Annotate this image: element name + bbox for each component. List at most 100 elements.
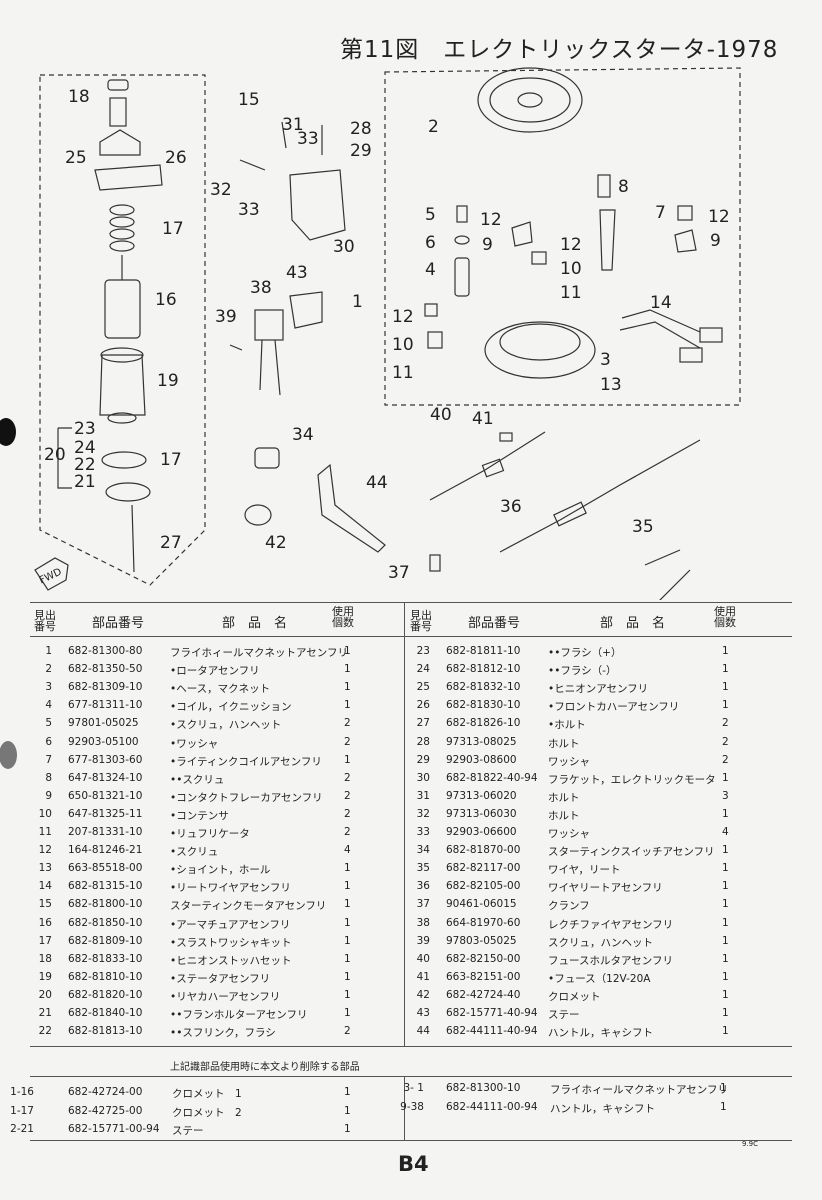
- part-8-screw: [597, 174, 611, 198]
- cell-qty: 1: [722, 681, 729, 694]
- callout-35: 35: [632, 517, 654, 537]
- cell-name: •スクリュ，ハンヘット: [170, 719, 282, 732]
- callout-12b: 12: [708, 207, 730, 227]
- cell-no: 41: [416, 970, 430, 983]
- cell-name: ハントル，キャシフト: [550, 1102, 655, 1115]
- cell-qty: 1: [344, 1104, 351, 1117]
- cell-part: 97313-06020: [446, 789, 517, 802]
- part-18-stopper: [107, 79, 129, 91]
- cell-part: 682-81309-10: [68, 681, 143, 694]
- cell-no: 40: [416, 952, 430, 965]
- cell-name: ホルト: [548, 809, 580, 822]
- cell-part: 682-81826-10: [446, 717, 521, 730]
- cell-qty: 1: [344, 880, 351, 893]
- cell-no: 25: [416, 681, 430, 694]
- cell-qty: 1: [344, 862, 351, 875]
- part-39-screw: [229, 344, 243, 351]
- cell-no: 24: [416, 663, 430, 676]
- cell-part: 682-81809-10: [68, 934, 143, 947]
- cell-qty: 1: [344, 970, 351, 983]
- cell-no: 6: [45, 735, 52, 748]
- header-no-left: 見出番号: [34, 609, 56, 633]
- cell-no: 18: [38, 952, 52, 965]
- cell-qty: 2: [344, 789, 351, 802]
- cell-part: 97313-06030: [446, 807, 517, 820]
- diagram-svg: 18 15 31 28 33 29 2 25 26 32 33 8 7 17 3…: [34, 67, 741, 621]
- cell-qty: 4: [344, 844, 351, 857]
- cell-no: 21: [38, 1007, 52, 1019]
- cell-name: ワッシャ: [548, 755, 590, 768]
- cell-name: スターティンクスイッチアセンフリ: [548, 846, 715, 859]
- page-number: B4: [398, 1152, 429, 1176]
- cell-part: 647-81324-10: [68, 771, 143, 784]
- header-name-right: 部 品 名: [600, 616, 666, 631]
- cell-name: •ショイント，ホール: [170, 864, 271, 877]
- cell-qty: 2: [344, 1025, 351, 1038]
- part-4-ignition-coil: [454, 257, 470, 297]
- binder-hole-bottom: [0, 741, 17, 769]
- part-21-brush-holder: [101, 451, 147, 469]
- cell-no: 35: [416, 862, 430, 875]
- part-5-screw: [456, 205, 468, 223]
- callout-11a: 11: [560, 283, 582, 303]
- callout-13: 13: [600, 375, 622, 395]
- cell-qty: 1: [722, 970, 729, 983]
- callout-26: 26: [165, 148, 187, 168]
- callout-40: 40: [430, 405, 452, 425]
- cell-no: 4: [45, 699, 52, 712]
- note-top-rule: [30, 1046, 792, 1047]
- part-23-brush: [107, 412, 137, 424]
- cell-name: フラケット，エレクトリックモータ: [548, 773, 716, 786]
- cell-name: •コンテンサ: [170, 809, 229, 822]
- callout-6: 6: [425, 233, 436, 253]
- cell-part: 682-81840-10: [68, 1007, 143, 1019]
- callout-27: 27: [160, 533, 182, 553]
- cell-name: スターティンクモータアセンフリ: [170, 900, 327, 913]
- callout-28: 28: [350, 119, 372, 139]
- callout-32: 32: [210, 180, 232, 200]
- cell-part: 682-81820-10: [68, 988, 143, 1001]
- part-16-armature: [104, 279, 141, 339]
- cell-part: 682-81832-10: [446, 681, 521, 694]
- cell-no: 33: [416, 826, 430, 838]
- cell-no: 26: [416, 699, 430, 712]
- cell-part: 682-42725-00: [68, 1104, 143, 1117]
- cell-qty: 1: [722, 807, 729, 820]
- callout-22: 22: [74, 455, 96, 475]
- cell-name: ハントル，キャシフト: [548, 1027, 653, 1040]
- cell-name: •ロータアセンフリ: [170, 665, 260, 678]
- cell-no: 43: [416, 1007, 430, 1019]
- cell-qty: 1: [344, 1086, 351, 1098]
- cell-no: 42: [416, 988, 430, 1001]
- cell-qty: 1: [722, 771, 729, 784]
- cell-part: 682-81800-10: [68, 898, 143, 911]
- header-no-right: 見出番号: [410, 609, 432, 633]
- callout-9b: 9: [710, 231, 721, 251]
- part-32-bolt: [239, 159, 266, 171]
- cell-qty: 1: [720, 1100, 727, 1113]
- cell-qty: 1: [722, 699, 729, 712]
- part-2-flywheel-rotor: [477, 67, 583, 133]
- cell-qty: 2: [722, 717, 729, 730]
- cell-name: ••スフリンク，フラシ: [170, 1027, 276, 1040]
- cell-name: •コンタクトフレーカアセンフリ: [170, 791, 323, 804]
- cell-name: クロメット 2: [172, 1106, 242, 1119]
- cell-part: 682-81850-10: [68, 916, 143, 929]
- callout-34: 34: [292, 425, 314, 445]
- binder-holes: [0, 418, 17, 769]
- cell-part: 682-81300-80: [68, 645, 143, 657]
- exploded-parts-diagram: 18 15 31 28 33 29 2 25 26 32 33 8 7 17 3…: [0, 60, 822, 621]
- cell-no: 14: [38, 880, 52, 893]
- cell-qty: 2: [722, 753, 729, 766]
- cell-name: •スラストワッシャキット: [170, 936, 292, 949]
- cell-qty: 2: [344, 735, 351, 748]
